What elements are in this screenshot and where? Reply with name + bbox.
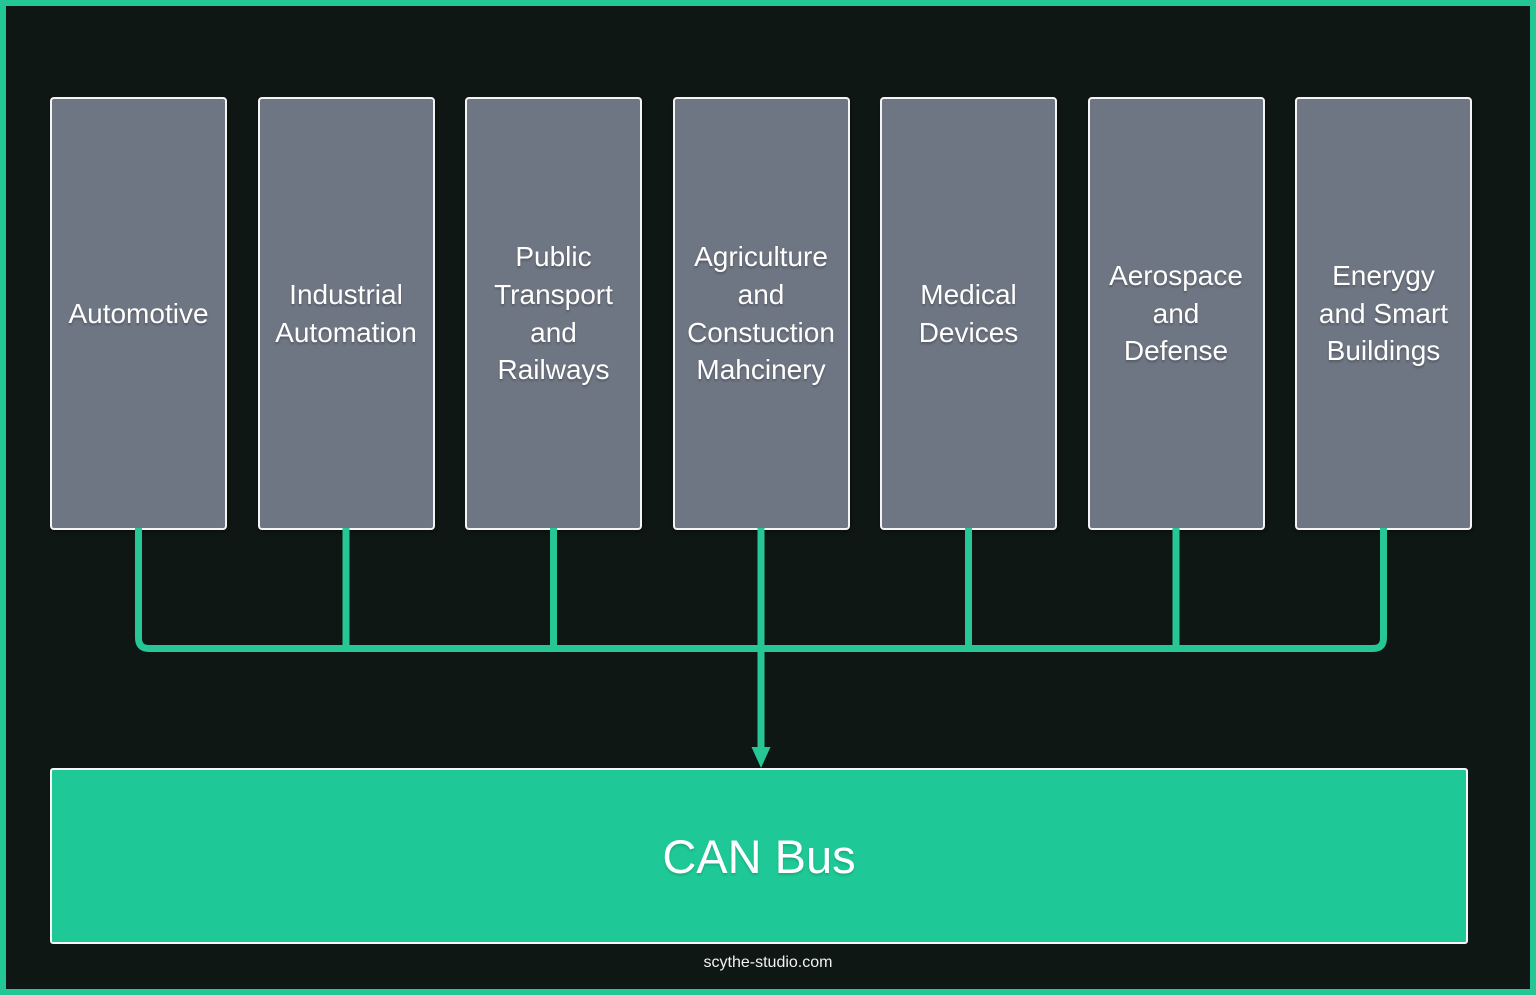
arrow-down-icon	[751, 747, 771, 768]
industry-box-automotive: Automotive	[50, 97, 227, 530]
industry-label: Industrial Automation	[275, 278, 417, 348]
industry-label: Public Transport and Railways	[494, 241, 613, 386]
industry-label: Aerospace and Defense	[1109, 260, 1243, 367]
industry-label: Medical Devices	[918, 278, 1019, 348]
industry-box-public-transport-railways: Public Transport and Railways	[465, 97, 642, 530]
industry-label: Enerygy and Smart Buildings	[1318, 260, 1449, 367]
watermark-text: scythe-studio.com	[703, 954, 833, 971]
industry-box-industrial-automation: Industrial Automation	[257, 97, 435, 530]
connector-rail	[135, 528, 1387, 652]
industry-box-energy-smart-buildings: Enerygy and Smart Buildings	[1295, 97, 1472, 530]
industry-label: Agriculture and Constuction Mahcinery	[687, 241, 835, 386]
industry-box-agriculture-construction-machinery: Agriculture and Constuction Mahcinery	[672, 97, 850, 530]
industry-box-aerospace-defense: Aerospace and Defense	[1087, 97, 1265, 530]
industry-label: Automotive	[68, 297, 209, 329]
can-bus-box: CAN Bus	[50, 768, 1468, 944]
industry-box-medical-devices: Medical Devices	[880, 97, 1057, 530]
can-bus-label: CAN Bus	[662, 829, 856, 883]
